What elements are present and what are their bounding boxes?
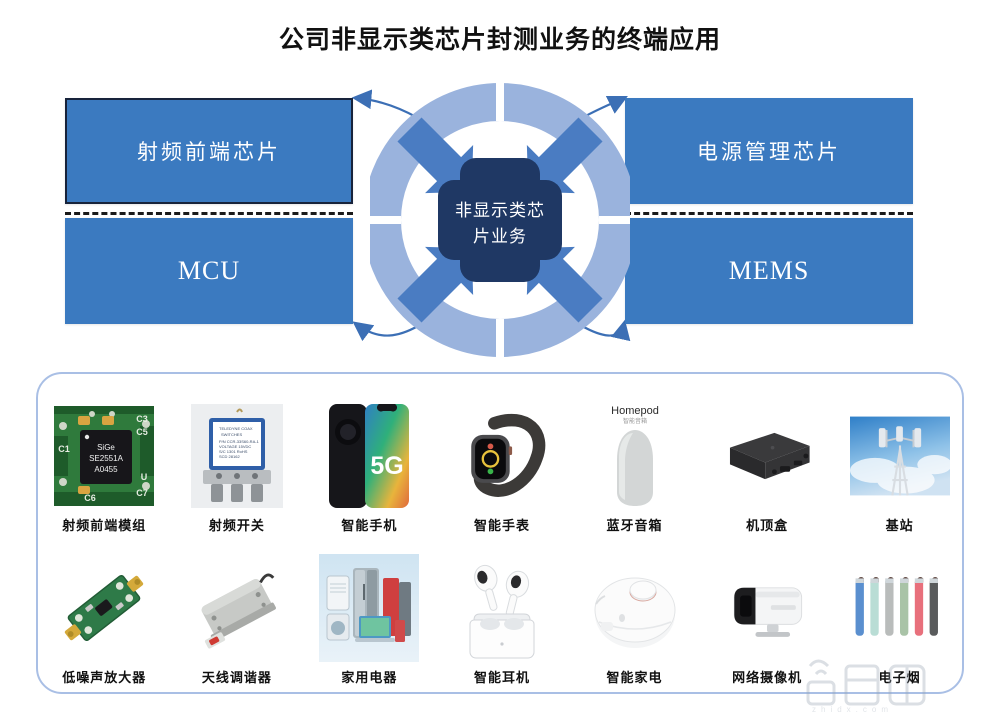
product-label: 智能手机 xyxy=(341,518,398,533)
product-label: 基站 xyxy=(885,518,914,533)
product-cell-home-appliances[interactable]: 家用电器 xyxy=(310,536,428,686)
svg-text:SCD 28162: SCD 28162 xyxy=(219,454,240,459)
watermark-url: zhidx.com xyxy=(812,705,893,712)
antenna-tuner-image xyxy=(186,554,287,662)
svg-text:SE2551A: SE2551A xyxy=(89,454,123,463)
product-cell-network-camera[interactable]: 网络摄像机 xyxy=(708,536,826,686)
earbuds-image xyxy=(451,554,552,662)
product-row-1: SiGe SE2551A A0455 C3 C5 C1 U C7 C6 射频前端… xyxy=(38,384,966,534)
hub-label-line1: 非显示类芯 xyxy=(455,201,545,220)
product-cell-set-top-box[interactable]: 机顶盒 xyxy=(708,384,826,534)
svg-text:C3: C3 xyxy=(137,414,149,424)
robot-vacuum-image xyxy=(584,554,685,662)
category-label: 射频前端芯片 xyxy=(137,140,281,164)
category-label: 电源管理芯片 xyxy=(697,140,841,164)
smartwatch-image xyxy=(451,402,552,510)
smart-speaker-image: Homepod 智能音箱 xyxy=(584,402,685,510)
category-label: MEMS xyxy=(728,256,810,285)
product-cell-smart-home-appliance[interactable]: 智能家电 xyxy=(576,536,694,686)
svg-text:Homepod: Homepod xyxy=(611,405,659,417)
svg-text:智能音箱: 智能音箱 xyxy=(623,417,647,425)
category-box-power-management-chip[interactable]: 电源管理芯片 xyxy=(625,98,913,204)
chip-business-diagram: 射频前端芯片 MCU 电源管理芯片 MEMS xyxy=(0,75,1000,365)
product-label: 射频前端模组 xyxy=(62,518,147,533)
category-label: MCU xyxy=(177,256,241,285)
svg-text:C1: C1 xyxy=(59,444,71,454)
cell-tower-image xyxy=(849,402,950,510)
svg-text:A0455: A0455 xyxy=(95,465,119,474)
product-label: 低噪声放大器 xyxy=(62,670,147,685)
product-cell-base-station[interactable]: 基站 xyxy=(841,384,959,534)
product-label: 智能耳机 xyxy=(473,670,530,685)
category-box-mcu[interactable]: MCU xyxy=(65,218,353,324)
product-cell-smartphone[interactable]: 5G 智能手机 xyxy=(310,384,428,534)
ip-camera-image xyxy=(717,554,818,662)
product-label: 网络摄像机 xyxy=(732,670,803,685)
product-row-2: 低噪声放大器 xyxy=(38,536,966,686)
center-hub[interactable]: 非显示类芯 片业务 xyxy=(370,68,630,368)
svg-text:S/C 1301 RoHS: S/C 1301 RoHS xyxy=(219,449,248,454)
svg-text:SWITCHES: SWITCHES xyxy=(221,432,242,437)
smartphone-image: 5G xyxy=(319,402,420,510)
product-label: 智能家电 xyxy=(606,670,663,685)
product-label: 射频开关 xyxy=(208,518,265,533)
product-label: 智能手表 xyxy=(473,518,530,533)
svg-text:5G: 5G xyxy=(371,452,404,480)
product-cell-smart-earphones[interactable]: 智能耳机 xyxy=(443,536,561,686)
svg-text:U: U xyxy=(141,472,148,482)
hub-label-line2: 片业务 xyxy=(473,227,527,246)
product-cell-antenna-tuner[interactable]: 天线调谐器 xyxy=(178,536,296,686)
svg-text:VOLTAGE 15VDC: VOLTAGE 15VDC xyxy=(219,444,251,449)
set-top-box-image xyxy=(717,402,818,510)
coax-switch-image: TELEDYNE COAX SWITCHES P/N CCR-33S60-RA-… xyxy=(186,402,287,510)
product-cell-low-noise-amplifier[interactable]: 低噪声放大器 xyxy=(45,536,163,686)
product-cell-rf-switch[interactable]: TELEDYNE COAX SWITCHES P/N CCR-33S60-RA-… xyxy=(178,384,296,534)
divider-right xyxy=(625,212,913,215)
product-cell-e-cigarette[interactable]: 电子烟 xyxy=(841,536,959,686)
product-label: 家用电器 xyxy=(341,670,398,685)
hub-inward-arrow-group xyxy=(397,117,603,323)
page-title: 公司非显示类芯片封测业务的终端应用 xyxy=(278,27,721,54)
svg-text:SiGe: SiGe xyxy=(97,443,115,452)
svg-text:C6: C6 xyxy=(85,493,97,503)
product-cell-rf-front-end-module[interactable]: SiGe SE2551A A0455 C3 C5 C1 U C7 C6 射频前端… xyxy=(45,384,163,534)
pcb-chip-module-image: SiGe SE2551A A0455 C3 C5 C1 U C7 C6 xyxy=(54,402,155,510)
product-label: 天线调谐器 xyxy=(201,670,272,685)
vape-pens-image xyxy=(849,554,950,662)
lna-board-image xyxy=(54,554,155,662)
terminal-applications-panel: SiGe SE2551A A0455 C3 C5 C1 U C7 C6 射频前端… xyxy=(36,372,964,694)
product-label: 蓝牙音箱 xyxy=(606,518,663,533)
divider-left xyxy=(65,212,353,215)
category-box-mems[interactable]: MEMS xyxy=(625,218,913,324)
product-label: 电子烟 xyxy=(878,670,921,685)
svg-text:P/N CCR-33S60-RA-1: P/N CCR-33S60-RA-1 xyxy=(219,439,260,444)
home-appliances-image xyxy=(319,554,420,662)
svg-text:C7: C7 xyxy=(137,488,149,498)
product-cell-bluetooth-speaker[interactable]: Homepod 智能音箱 蓝牙音箱 xyxy=(576,384,694,534)
svg-text:TELEDYNE COAX: TELEDYNE COAX xyxy=(219,426,253,431)
category-box-rf-frontend-chip[interactable]: 射频前端芯片 xyxy=(65,98,353,204)
svg-text:C5: C5 xyxy=(137,427,149,437)
product-label: 机顶盒 xyxy=(746,518,789,533)
product-cell-smartwatch[interactable]: 智能手表 xyxy=(443,384,561,534)
